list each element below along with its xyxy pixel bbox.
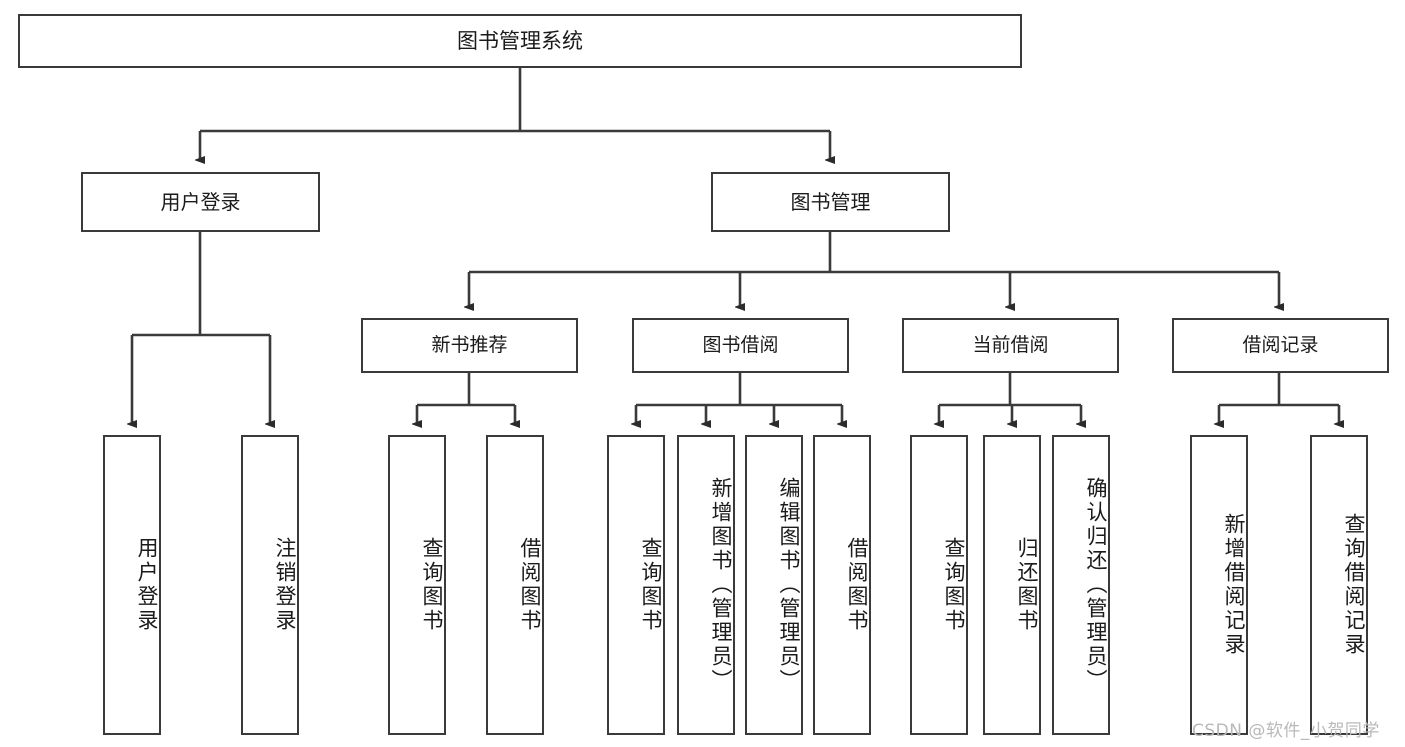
- node-new-book-recommend[interactable]: 新书推荐: [361, 318, 578, 373]
- node-user-login[interactable]: 用户登录: [81, 172, 320, 232]
- leaf-return-book[interactable]: 归还图书: [983, 435, 1041, 735]
- leaf-confirm-return-admin[interactable]: 确认归还（管理员）: [1052, 435, 1110, 735]
- leaf-add-borrow-record[interactable]: 新增借阅记录: [1190, 435, 1248, 735]
- leaf-borrow-book[interactable]: 借阅图书: [813, 435, 871, 735]
- leaf-query-borrow-record[interactable]: 查询借阅记录: [1310, 435, 1368, 735]
- node-current-borrow[interactable]: 当前借阅: [902, 318, 1119, 373]
- leaf-user-login[interactable]: 用户登录: [103, 435, 161, 735]
- leaf-query-book-recommend[interactable]: 查询图书: [388, 435, 446, 735]
- node-root-system[interactable]: 图书管理系统: [18, 14, 1022, 68]
- node-borrow-record[interactable]: 借阅记录: [1172, 318, 1389, 373]
- node-book-management[interactable]: 图书管理: [711, 172, 950, 232]
- node-book-borrow[interactable]: 图书借阅: [632, 318, 849, 373]
- leaf-borrow-book-recommend[interactable]: 借阅图书: [486, 435, 544, 735]
- leaf-user-logout[interactable]: 注销登录: [241, 435, 299, 735]
- leaf-add-book-admin[interactable]: 新增图书（管理员）: [677, 435, 735, 735]
- leaf-query-book-current[interactable]: 查询图书: [910, 435, 968, 735]
- csdn-watermark: CSDN @软件_小贺同学: [1192, 721, 1380, 741]
- leaf-query-book-borrow[interactable]: 查询图书: [607, 435, 665, 735]
- leaf-edit-book-admin[interactable]: 编辑图书（管理员）: [745, 435, 803, 735]
